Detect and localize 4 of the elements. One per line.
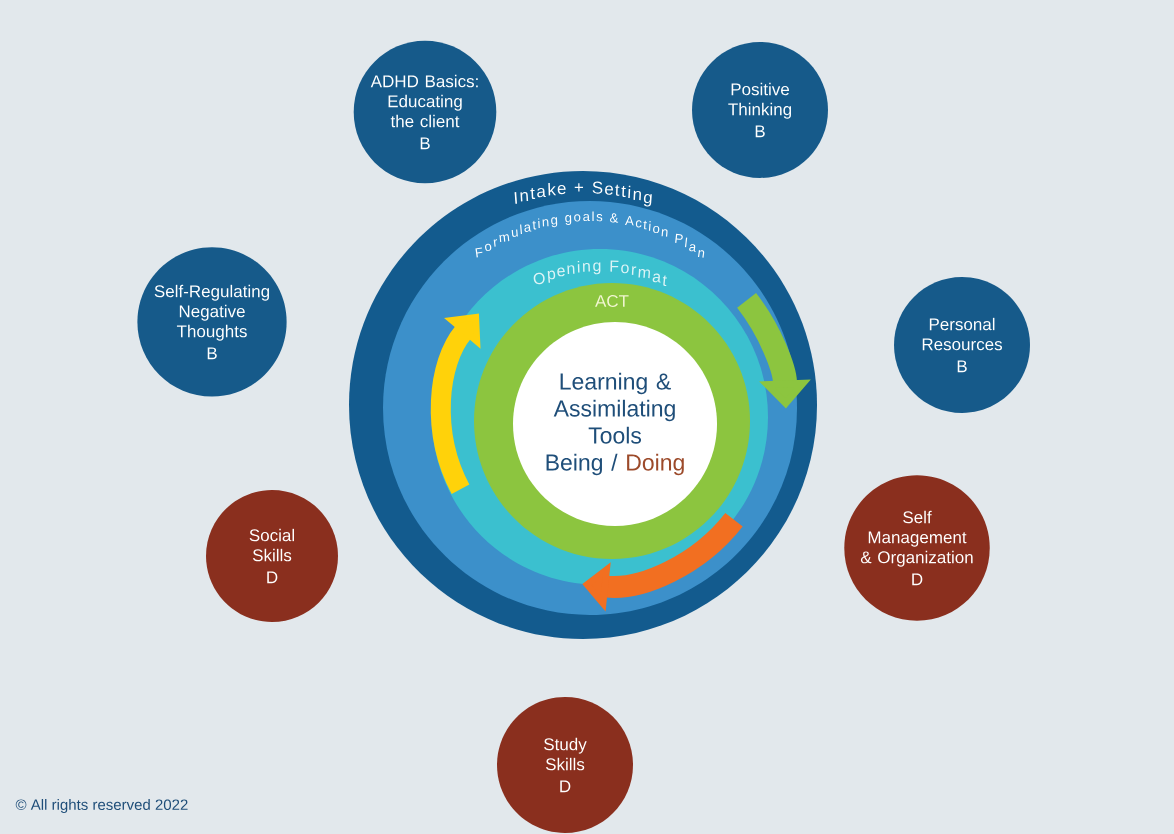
- ring-label: ACT: [595, 294, 629, 307]
- ring-label: Opening Format: [533, 260, 667, 286]
- copyright-notice: © All rights reserved 2022: [15, 799, 188, 813]
- ring-label: Intake + Setting: [514, 181, 652, 207]
